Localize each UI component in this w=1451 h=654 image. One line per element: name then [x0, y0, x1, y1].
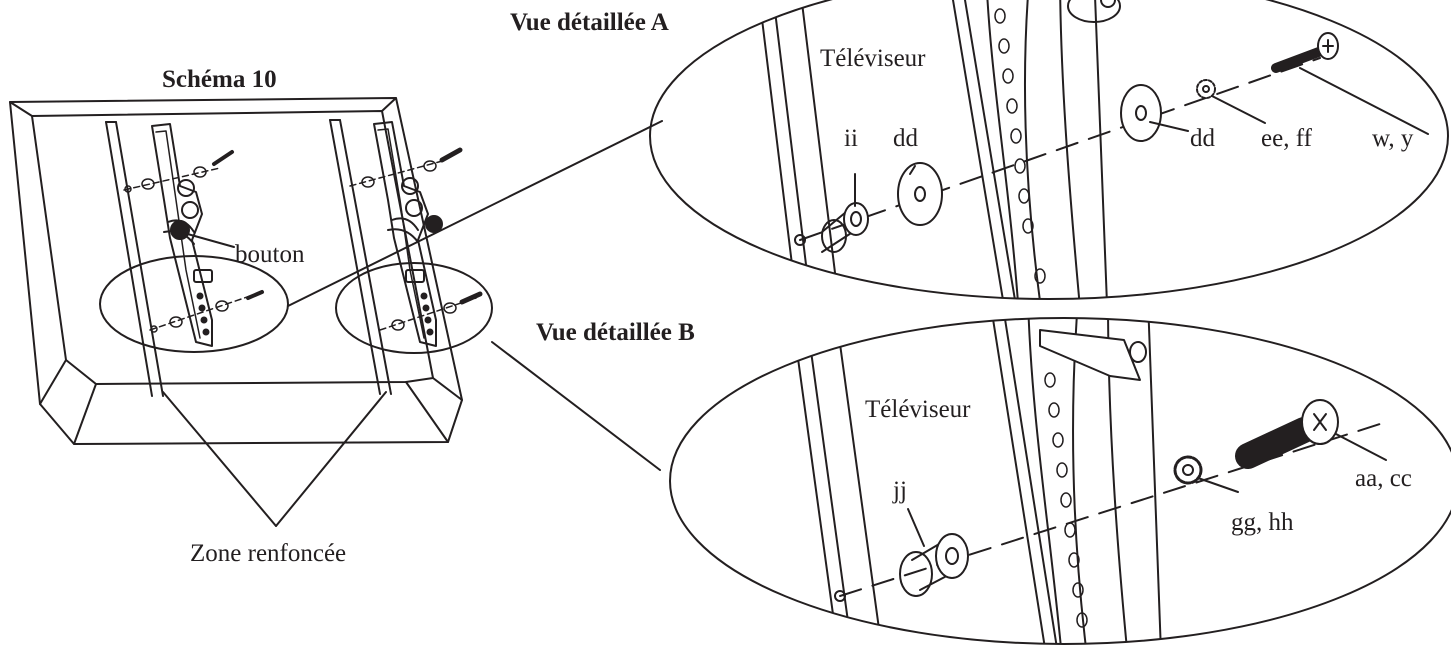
- detail-a-title: Vue détaillée A: [510, 9, 669, 36]
- detail-a-content: [755, 0, 1339, 299]
- leader-knob: [183, 232, 235, 248]
- part-label-ee-ff: ee, ff: [1261, 125, 1312, 152]
- detail-b-tv-label: Téléviseur: [865, 396, 971, 423]
- connector-line-a: [287, 120, 663, 307]
- connector-line-b: [491, 341, 661, 471]
- callout-ellipse-a: [99, 255, 289, 353]
- bracket-left: [151, 123, 213, 347]
- part-label-dd-right: dd: [1190, 125, 1215, 152]
- recessed-channel-left: [105, 121, 164, 397]
- detail-b-ellipse: [669, 317, 1451, 645]
- leader-recessed-right: [275, 391, 387, 527]
- overview-hardware-top-left: [123, 150, 234, 193]
- leader-recessed-left: [162, 391, 277, 527]
- detail-b-content: [789, 318, 1381, 644]
- figure-title: Schéma 10: [162, 66, 277, 93]
- detail-b-title: Vue détaillée B: [536, 319, 695, 346]
- part-label-ii: ii: [844, 125, 858, 152]
- overview-hardware-bottom-right: [379, 291, 483, 331]
- part-label-jj: jj: [893, 477, 907, 504]
- part-label-w-y: w, y: [1372, 125, 1414, 152]
- recessed-area-label: Zone renfoncée: [190, 540, 347, 567]
- detail-a-tv-label: Téléviseur: [820, 45, 926, 72]
- tv-back-panel: [9, 97, 463, 445]
- part-label-dd-left: dd: [893, 125, 918, 152]
- overview-hardware-bottom-left: [149, 290, 264, 333]
- overview-hardware-top-right: [349, 147, 463, 188]
- callout-ellipse-b: [335, 262, 493, 354]
- detail-a-ellipse: [649, 0, 1449, 300]
- part-label-aa-cc: aa, cc: [1355, 465, 1412, 492]
- bracket-right: [373, 121, 443, 347]
- knob-label: bouton: [235, 241, 305, 268]
- part-label-gg-hh: gg, hh: [1231, 509, 1294, 536]
